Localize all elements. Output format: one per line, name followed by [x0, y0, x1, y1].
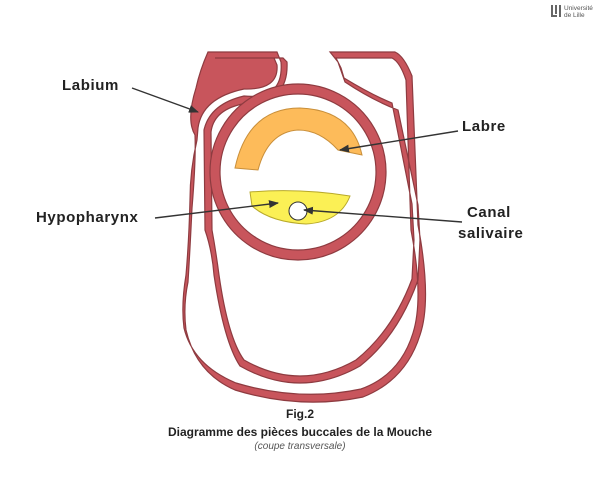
- logo-line-1: Université: [564, 5, 593, 12]
- salivary-canal-shape: [288, 201, 308, 221]
- ull-logo-icon: [551, 5, 561, 17]
- label-hypopharynx: Hypopharynx: [36, 209, 139, 226]
- label-canal-line-1: Canal: [467, 204, 511, 221]
- hypopharynx-arrow: [154, 200, 279, 219]
- label-canal-line-2: salivaire: [458, 225, 523, 242]
- labre-arrow: [339, 130, 459, 153]
- label-labre: Labre: [462, 118, 506, 135]
- canal-arrow: [303, 206, 463, 223]
- food-canal-ring: [209, 83, 387, 261]
- figure-subtitle: (coupe transversale): [254, 441, 346, 452]
- labium-arrow: [131, 87, 199, 113]
- logo-line-2: de Lille: [564, 12, 585, 19]
- labre-shape: [234, 107, 363, 171]
- figure-caption: Diagramme des pièces buccales de la Mouc…: [167, 425, 433, 439]
- labium-shape: [182, 51, 427, 403]
- figure-number: Fig.2: [285, 407, 314, 421]
- universite-de-lille-logo: Université de Lille: [551, 5, 593, 19]
- label-labium: Labium: [62, 77, 119, 94]
